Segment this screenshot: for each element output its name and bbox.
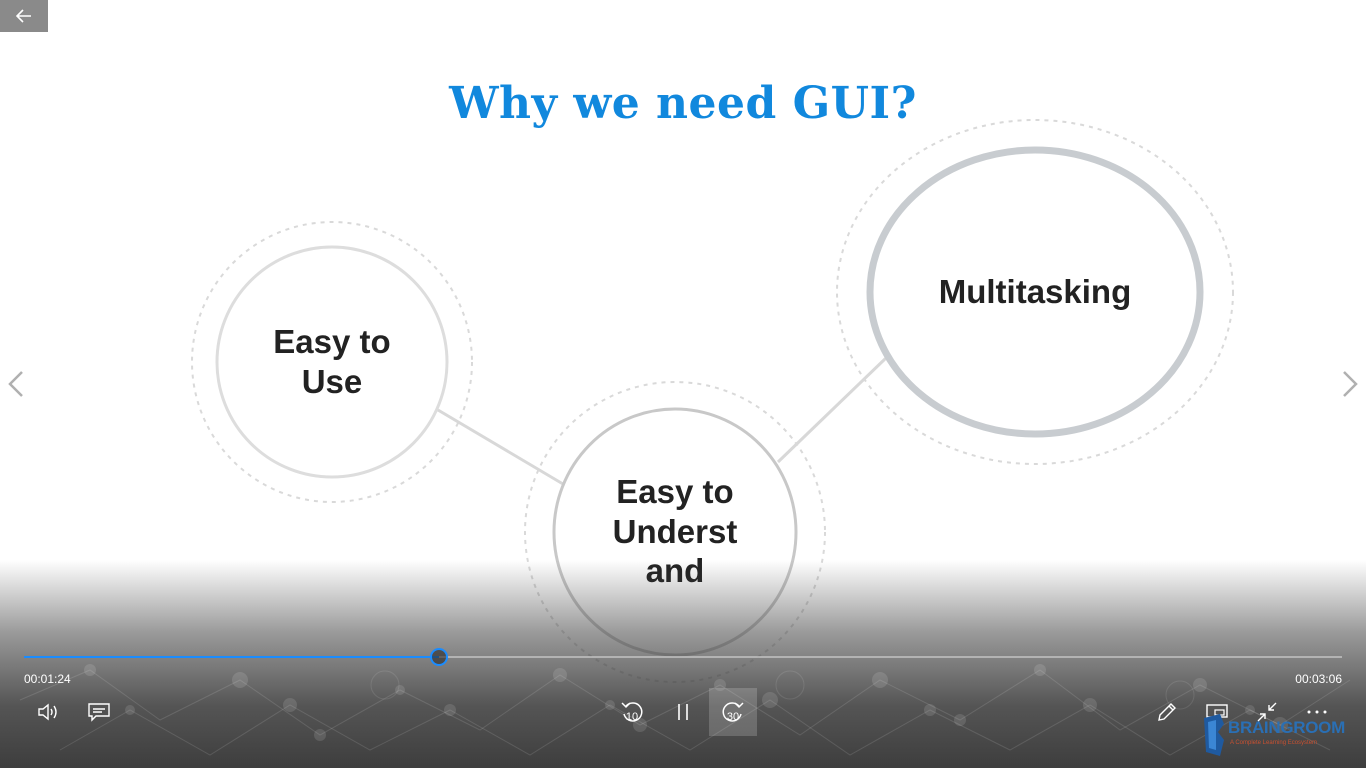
total-time: 00:03:06 <box>1295 672 1342 686</box>
bubble-multitasking <box>866 146 1204 438</box>
braingroom-logo-tagline: A Complete Learning Ecosystem <box>1230 740 1318 746</box>
network-pattern-decoration <box>19 664 1351 756</box>
chevron-left-icon <box>8 371 23 397</box>
previous-slide-button[interactable] <box>4 368 28 400</box>
seek-bar-progress <box>24 656 440 658</box>
pause-icon <box>678 704 688 720</box>
current-time: 00:01:24 <box>24 672 71 686</box>
exit-fullscreen-icon <box>1257 702 1277 722</box>
pause-button[interactable] <box>659 688 707 736</box>
bubble-label-easy-to-use: Easy to Use <box>273 323 391 400</box>
slide-title: Why we need GUI? <box>449 78 917 129</box>
captions-icon <box>88 703 110 722</box>
captions-button[interactable] <box>75 688 123 736</box>
back-arrow-icon <box>16 9 31 23</box>
pen-icon <box>1158 703 1176 721</box>
forward-seconds-label: 30 <box>726 711 740 723</box>
seek-bar[interactable] <box>24 648 1342 666</box>
braingroom-logo-text: BRAINGROOM <box>1228 718 1345 737</box>
more-icon <box>1307 710 1327 714</box>
connector-line <box>437 408 564 486</box>
bubble-label-multitasking: Multitasking <box>938 273 1132 310</box>
chevron-right-icon <box>1343 371 1358 397</box>
forward-button[interactable]: 30 <box>709 688 757 736</box>
rewind-10-icon <box>621 702 643 722</box>
volume-icon <box>38 703 57 721</box>
next-slide-button[interactable] <box>1338 368 1362 400</box>
rewind-button[interactable]: 10 <box>608 688 656 736</box>
braingroom-logo-mark <box>1204 714 1224 756</box>
seek-thumb[interactable] <box>430 648 449 666</box>
pen-button[interactable] <box>1143 688 1191 736</box>
bubble-outer-ring <box>191 221 473 503</box>
connector-line <box>776 356 888 464</box>
exit-fullscreen-button[interactable] <box>1243 688 1291 736</box>
forward-30-icon <box>722 702 744 722</box>
volume-button[interactable] <box>25 688 73 736</box>
more-options-button[interactable] <box>1293 688 1341 736</box>
bubble-outer-ring <box>836 119 1234 465</box>
player-controls-background <box>0 560 1366 768</box>
rewind-seconds-label: 10 <box>625 711 639 723</box>
bubble-easy-to-use <box>215 245 449 479</box>
back-button[interactable] <box>0 0 48 32</box>
